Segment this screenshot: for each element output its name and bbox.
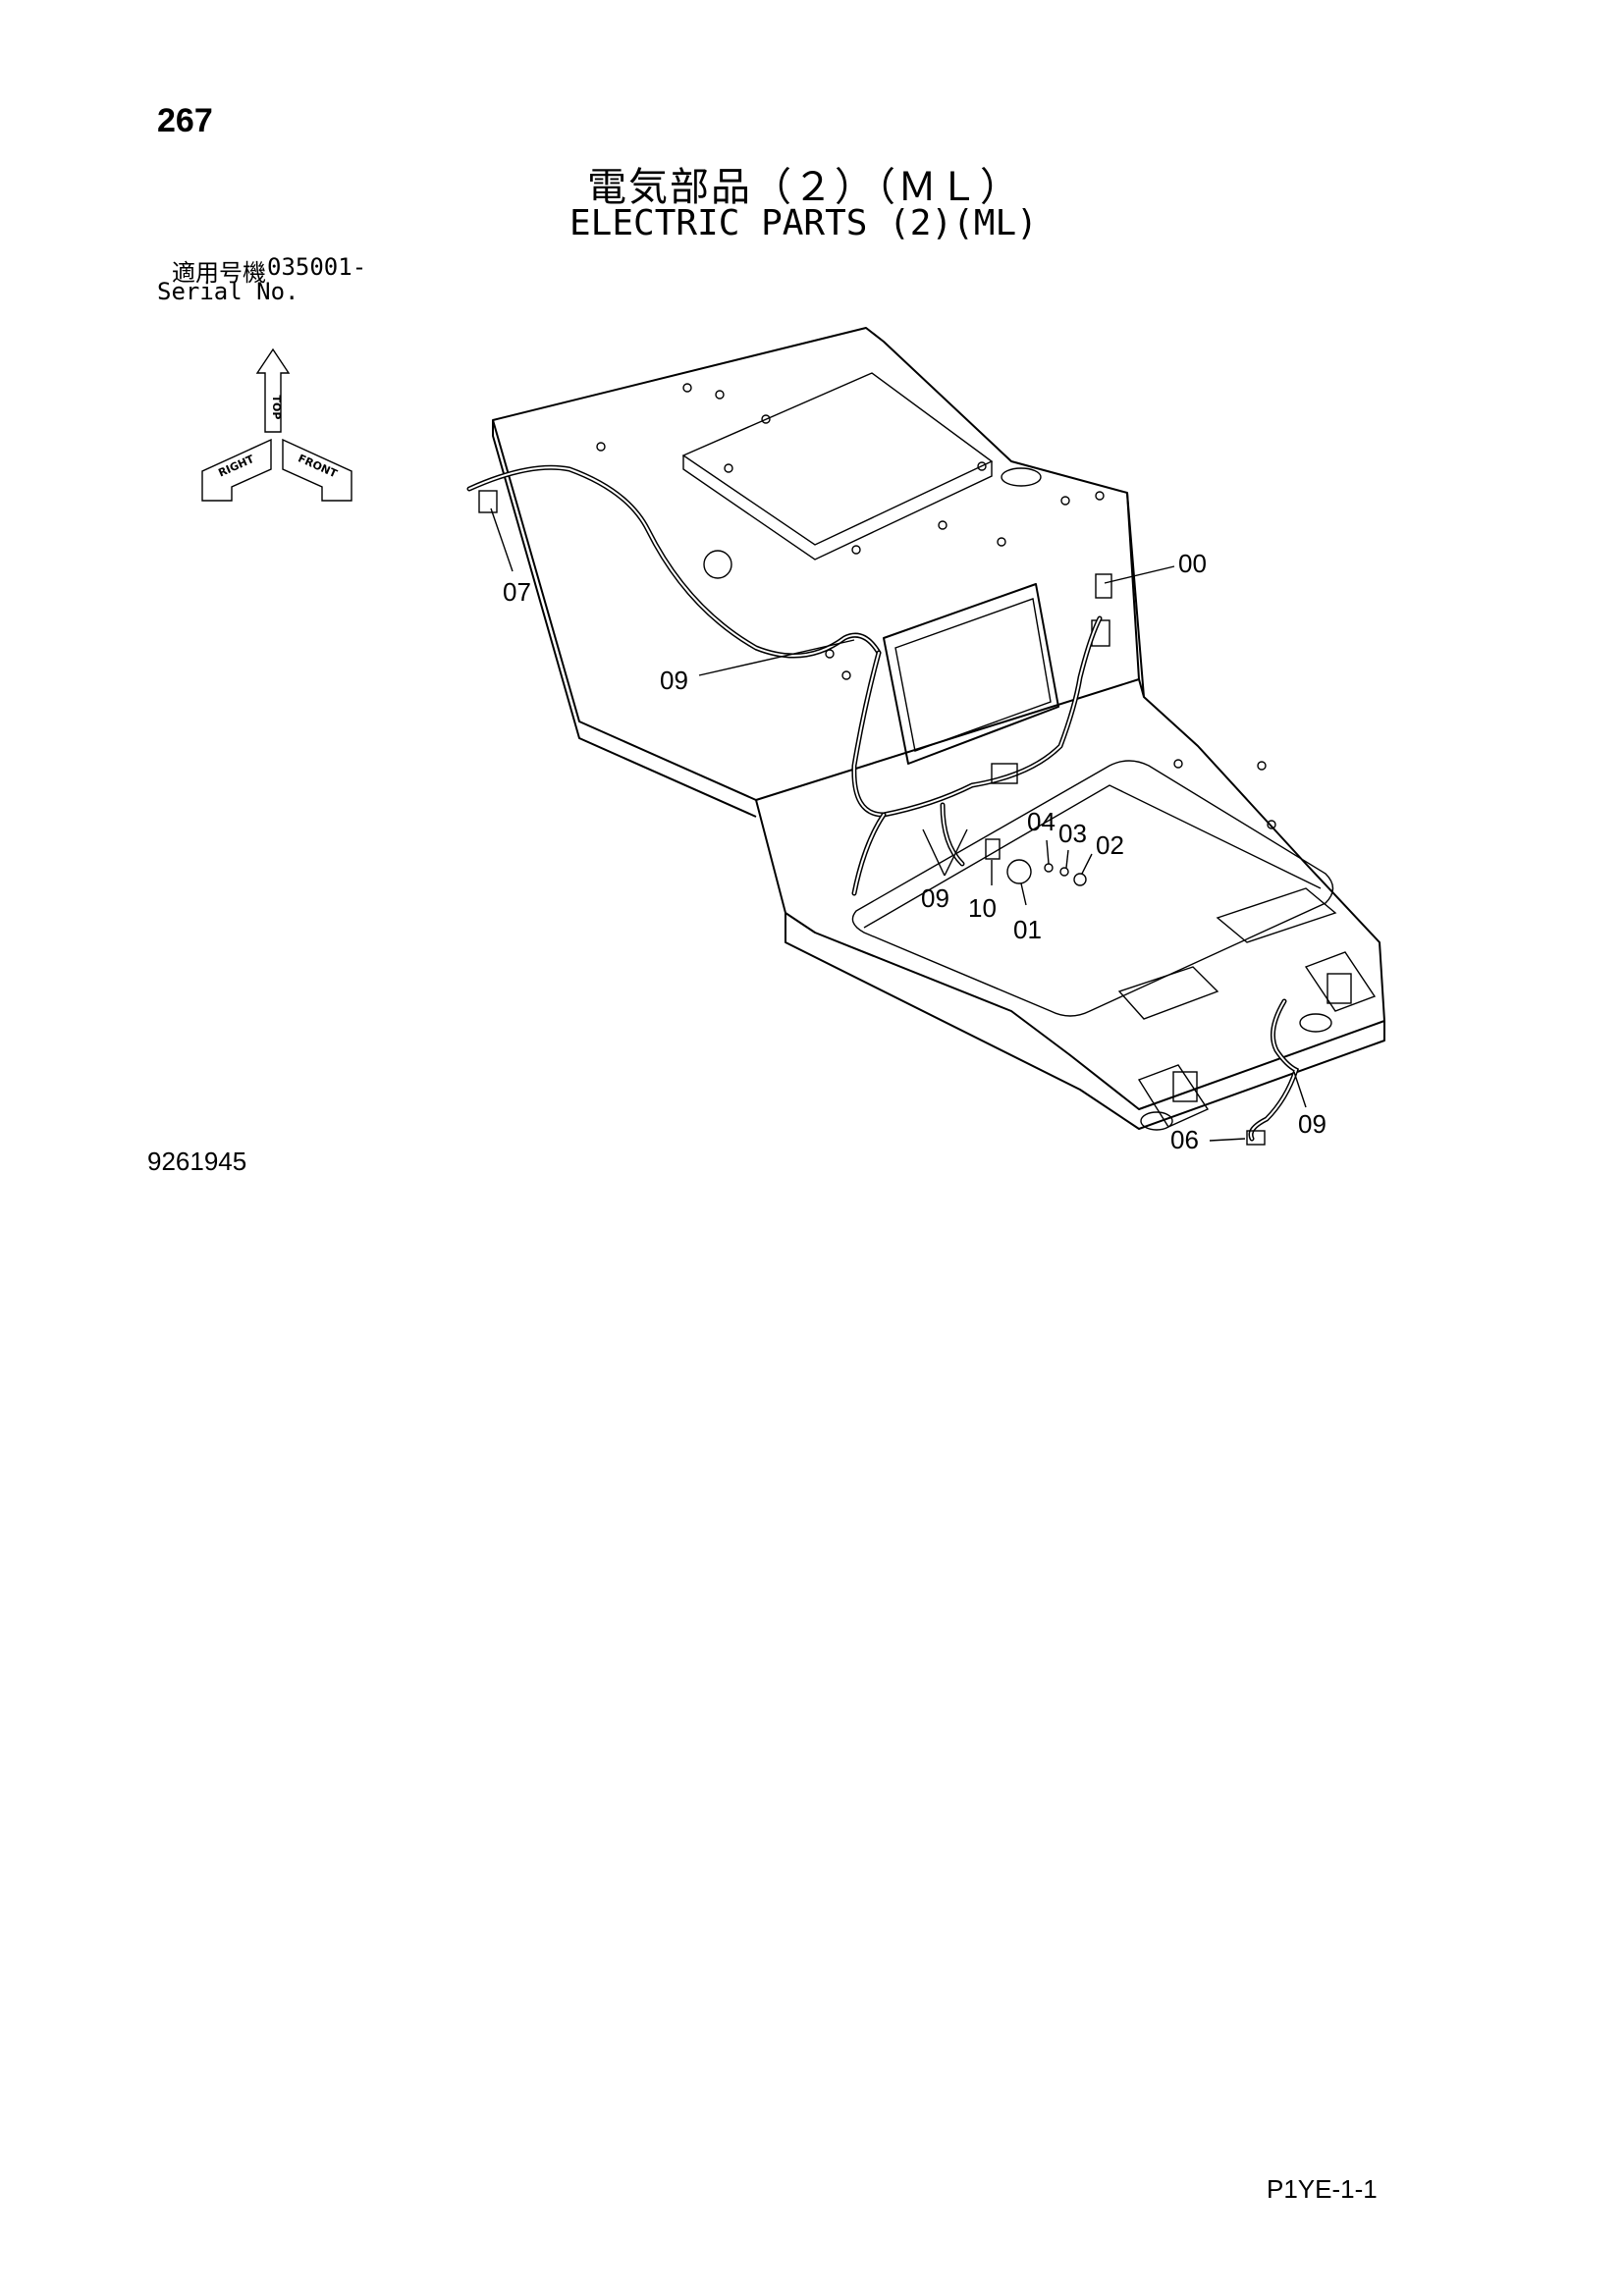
floor-opening — [851, 760, 1334, 1017]
callout-labels: 00 07 09 04 03 02 09 10 01 06 09 — [503, 549, 1326, 1154]
upper-plate-thickness — [492, 420, 757, 818]
roller-mount-right — [1326, 973, 1352, 1004]
callout-06: 06 — [1170, 1125, 1199, 1154]
page-number: 267 — [157, 102, 213, 139]
front-pad — [1117, 966, 1219, 1020]
orientation-indicator: TOP RIGHT FRONT — [201, 347, 352, 502]
leader-lines — [490, 507, 1307, 1142]
page-title-english: ELECTRIC PARTS (2)(ML) — [569, 203, 1038, 243]
control-unit-face — [894, 598, 1052, 752]
lower-floor-frame — [755, 696, 1385, 1110]
top-arrow-icon — [255, 347, 291, 433]
part-01-switch — [1006, 859, 1032, 884]
upper-rear-plate — [492, 327, 1140, 801]
orientation-right-label: RIGHT — [216, 453, 256, 480]
serial-number: 035001- — [267, 253, 367, 281]
callout-02: 02 — [1096, 830, 1124, 860]
callout-00: 00 — [1178, 549, 1207, 578]
right-arrow-icon — [201, 438, 272, 502]
drawing-number: 9261945 — [147, 1147, 247, 1176]
part-04-washer — [1044, 863, 1054, 873]
front-slot — [1216, 887, 1337, 943]
page-code: P1YE-1-1 — [1267, 2174, 1378, 2204]
part-03-washer — [1059, 867, 1069, 877]
connector-07 — [478, 490, 498, 513]
page-title-japanese: 電気部品（２）（ＭＬ） — [587, 165, 1021, 210]
control-unit-box — [883, 583, 1059, 765]
callout-04: 04 — [1027, 807, 1056, 836]
callout-09-left: 09 — [660, 666, 688, 695]
inner-plate-edge — [682, 455, 993, 561]
orientation-top-label: TOP — [270, 396, 283, 420]
callout-03: 03 — [1058, 819, 1087, 848]
roller-left — [1140, 1111, 1173, 1131]
front-arrow-icon — [282, 438, 352, 502]
callout-10: 10 — [968, 893, 997, 923]
part-10-bracket — [985, 838, 1001, 860]
front-bracket-right — [1304, 951, 1377, 1012]
machine-frame — [492, 327, 1385, 1131]
roller-right — [1299, 1013, 1332, 1033]
connector-06 — [1246, 1130, 1266, 1146]
callout-09-right: 09 — [1298, 1109, 1326, 1139]
callout-01: 01 — [1013, 915, 1042, 944]
floor-opening-inner — [863, 784, 1322, 929]
callout-07: 07 — [503, 577, 531, 607]
front-bracket-left — [1137, 1064, 1210, 1128]
harness-connector — [991, 763, 1018, 784]
serial-label-english: Serial No. — [157, 278, 299, 305]
roller-mount-left — [1172, 1071, 1198, 1102]
part-02-bolt — [1073, 873, 1087, 886]
side-wall — [1126, 492, 1145, 698]
lower-frame-thickness — [785, 913, 1385, 1130]
connector-00 — [1095, 573, 1112, 599]
serial-label-japanese: 適用号機 — [172, 259, 266, 287]
callout-09-mid: 09 — [921, 883, 949, 913]
wire-harness — [466, 464, 1300, 1146]
